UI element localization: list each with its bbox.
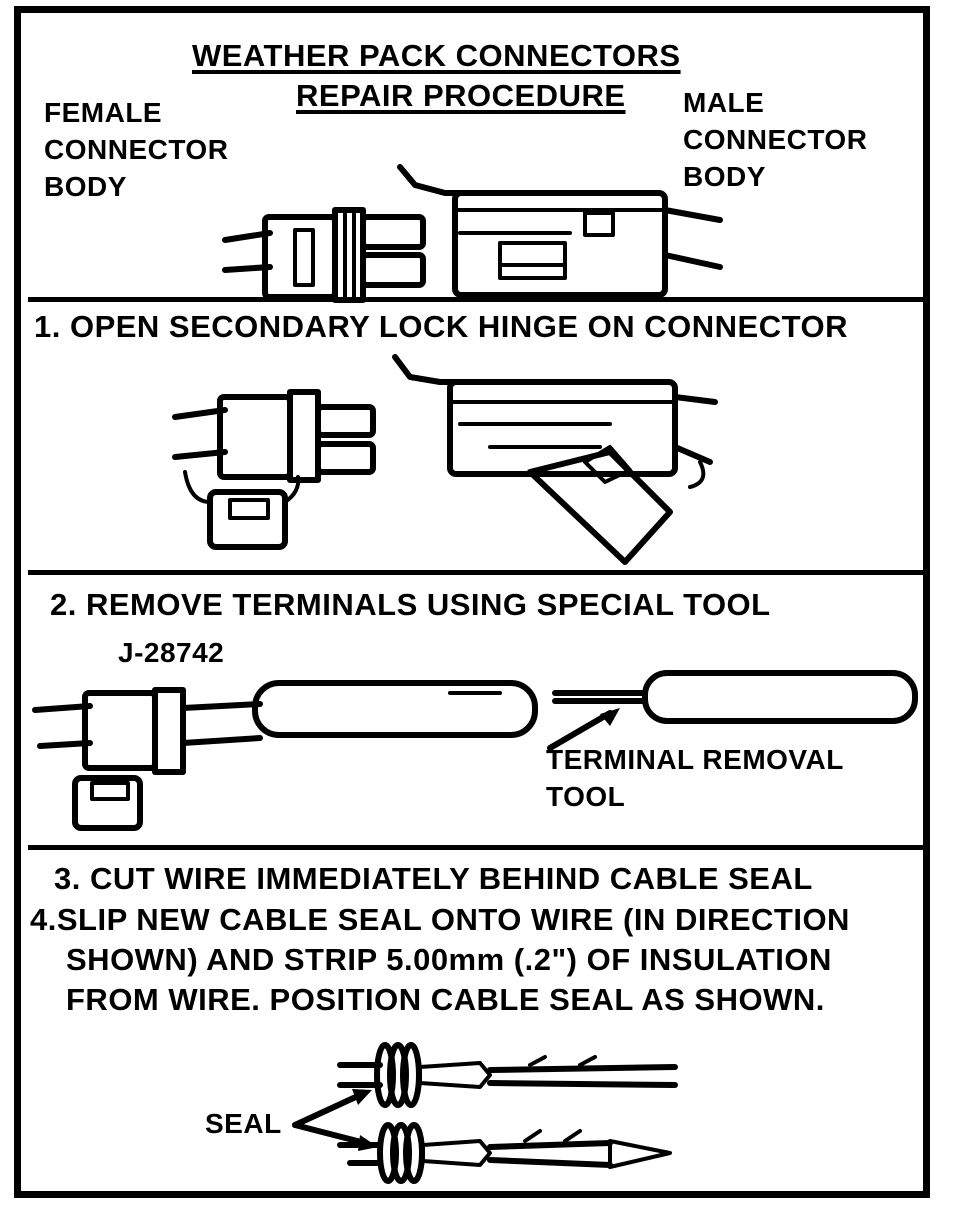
open-lock-hinge-illustration <box>172 354 718 565</box>
seal-wire-bottom-icon <box>337 1122 672 1184</box>
step-2-text: 2. REMOVE TERMINALS USING SPECIAL TOOL <box>50 587 771 622</box>
step-4-text-line-3: FROM WIRE. POSITION CABLE SEAL AS SHOWN. <box>66 982 825 1017</box>
seal-label: SEAL <box>205 1108 282 1139</box>
seal-wire-top-icon <box>337 1042 678 1108</box>
seal-pointer-arrows <box>292 1089 378 1151</box>
title-line-1: WEATHER PACK CONNECTORS <box>192 38 681 73</box>
male-connector-open-icon <box>392 354 718 565</box>
male-connector-label: MALE CONNECTOR BODY <box>683 87 868 192</box>
title-line-2: REPAIR PROCEDURE <box>296 78 626 113</box>
step-4-text-line-2: SHOWN) AND STRIP 5.00mm (.2") OF INSULAT… <box>66 942 832 977</box>
divider-2 <box>28 570 923 575</box>
step-4-text-line-1: 4.SLIP NEW CABLE SEAL ONTO WIRE (IN DIRE… <box>30 902 850 937</box>
tool-number-label: J-28742 <box>118 637 225 668</box>
female-connector-label: FEMALE CONNECTOR BODY <box>44 97 229 202</box>
divider-3 <box>28 845 923 850</box>
connector-with-tool-icon <box>32 687 263 831</box>
removal-tool-icon <box>547 670 918 751</box>
female-connector-icon <box>222 207 426 303</box>
terminal-removal-tool-label: TERMINAL REMOVAL TOOL <box>546 744 844 812</box>
step-3-text: 3. CUT WIRE IMMEDIATELY BEHIND CABLE SEA… <box>54 861 813 896</box>
cable-seal-illustration <box>292 1042 678 1184</box>
page-border <box>14 6 930 1198</box>
terminal-removal-illustration <box>32 670 918 831</box>
female-connector-open-icon <box>172 389 376 550</box>
step-1-text: 1. OPEN SECONDARY LOCK HINGE ON CONNECTO… <box>34 309 848 344</box>
male-connector-icon <box>397 164 723 298</box>
inserted-tool-icon <box>252 680 538 738</box>
connector-pair-illustration <box>222 164 723 303</box>
divider-1 <box>28 297 923 302</box>
